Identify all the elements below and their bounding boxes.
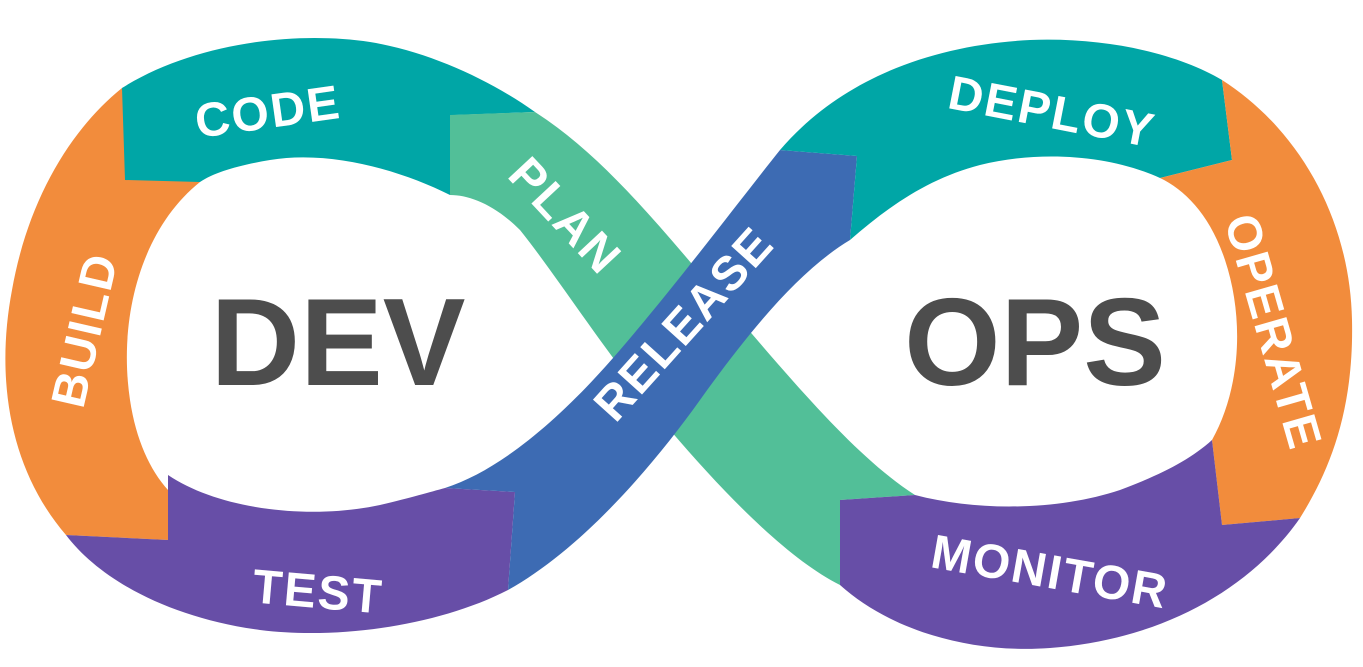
test-label: TEST [251, 560, 386, 624]
dev-label: DEV [211, 274, 466, 412]
code-segment [122, 38, 535, 195]
ops-label: OPS [904, 274, 1166, 412]
build-segment [5, 88, 200, 540]
deploy-segment [780, 39, 1232, 240]
release-segment [445, 150, 857, 590]
test-segment [66, 475, 515, 634]
monitor-segment [840, 440, 1300, 649]
operate-segment [1160, 80, 1353, 525]
